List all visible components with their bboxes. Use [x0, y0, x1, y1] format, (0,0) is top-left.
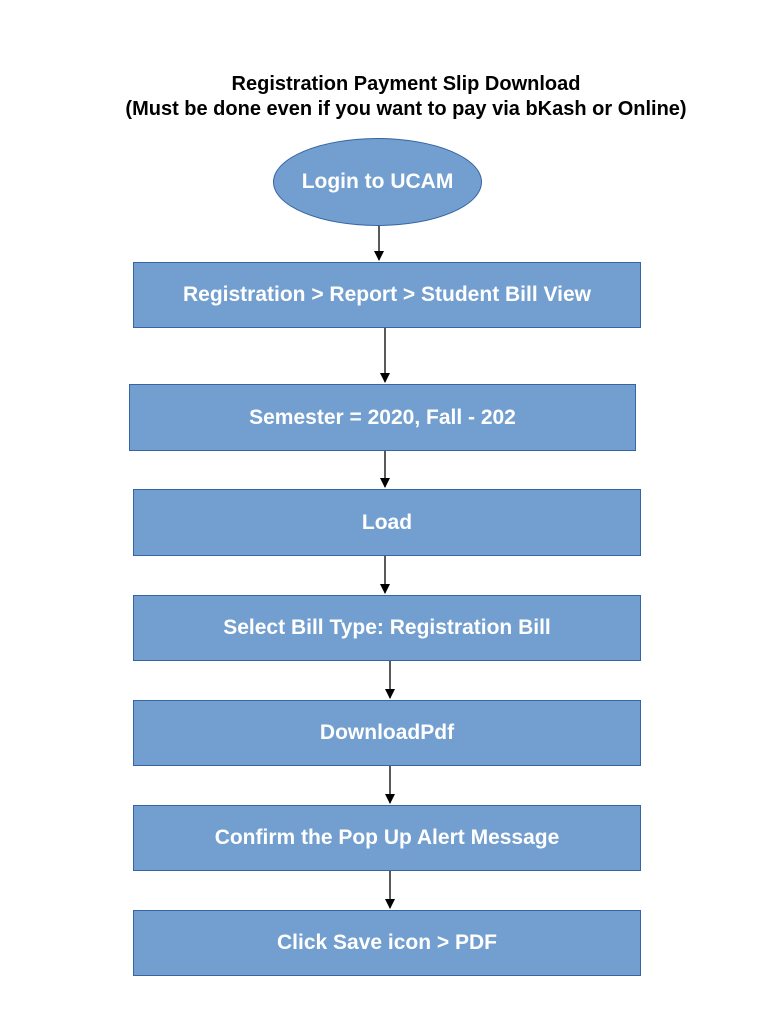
- step-node-semester: Semester = 2020, Fall - 202: [129, 384, 636, 451]
- step-node-click-save: Click Save icon > PDF: [133, 910, 641, 976]
- step-node-student-bill-view: Registration > Report > Student Bill Vie…: [133, 262, 641, 328]
- step-label: DownloadPdf: [319, 721, 455, 744]
- step-label: Semester = 2020, Fall - 202: [249, 405, 516, 429]
- step-label: Select Bill Type: Registration Bill: [223, 616, 551, 639]
- start-node-label: Login to UCAM: [301, 170, 454, 193]
- step-label: Load: [361, 510, 413, 534]
- step-label: Confirm the Pop Up Alert Message: [214, 826, 560, 849]
- step-node-download-pdf: DownloadPdf: [133, 700, 641, 766]
- start-node-login: Login to UCAM: [273, 138, 482, 226]
- step-node-select-bill-type: Select Bill Type: Registration Bill: [133, 595, 641, 661]
- diagram-title: Registration Payment Slip Download: [231, 73, 581, 95]
- step-label: Registration > Report > Student Bill Vie…: [182, 283, 591, 306]
- step-node-load: Load: [133, 489, 641, 556]
- diagram-subtitle: (Must be done even if you want to pay vi…: [125, 98, 687, 120]
- step-label: Click Save icon > PDF: [276, 931, 497, 954]
- step-node-confirm-alert: Confirm the Pop Up Alert Message: [133, 805, 641, 871]
